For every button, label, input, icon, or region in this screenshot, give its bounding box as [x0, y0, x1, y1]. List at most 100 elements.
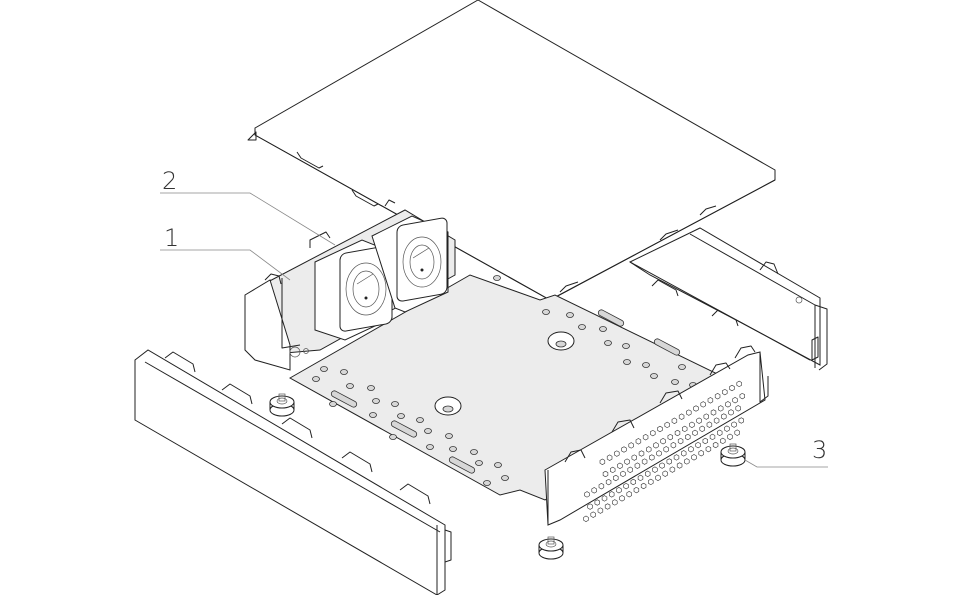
vent-hole [695, 441, 701, 449]
vent-hole [591, 487, 597, 494]
vent-hole [613, 474, 619, 482]
vent-hole [628, 442, 634, 449]
vent-hole [626, 491, 632, 498]
vent-hole [584, 491, 590, 498]
vent-hole [655, 474, 661, 481]
vent-hole [722, 388, 728, 396]
rear-panel [544, 345, 769, 526]
vent-hole [713, 417, 720, 424]
side-rail [628, 227, 828, 371]
vent-hole [602, 470, 609, 478]
vent-hole [669, 466, 676, 473]
vent-hole [712, 441, 719, 449]
vent-hole [616, 487, 622, 494]
vent-hole [725, 401, 731, 408]
vent-hole [608, 491, 615, 498]
vent-hole [728, 409, 734, 416]
vent-hole [686, 409, 692, 416]
vent-hole [652, 466, 658, 473]
vent-hole [721, 413, 727, 420]
vent-hole [663, 446, 669, 453]
fan-2 [371, 215, 449, 313]
vent-hole [703, 413, 710, 420]
front-bezel [134, 349, 452, 596]
vent-hole [685, 433, 691, 441]
foot-1 [269, 393, 295, 417]
vent-hole [664, 421, 670, 429]
foot-2 [720, 443, 746, 467]
vent-hole [638, 450, 645, 457]
vent-hole [644, 470, 651, 477]
vent-hole [729, 384, 735, 392]
vent-hole [594, 499, 601, 506]
vent-hole [659, 462, 665, 469]
vent-hole [645, 446, 652, 453]
vent-hole [634, 462, 641, 469]
vent-hole [732, 397, 738, 404]
callout-3-label: 3 [812, 436, 828, 464]
vent-hole [590, 511, 596, 518]
vent-hole [642, 434, 649, 441]
leader-line-3 [744, 459, 828, 468]
vent-hole [630, 478, 637, 486]
vent-hole [681, 425, 688, 433]
vent-hole [684, 458, 690, 465]
hex-mesh [583, 380, 746, 522]
vent-hole [587, 503, 593, 510]
vent-hole [739, 392, 746, 400]
cooling-fans [314, 215, 449, 341]
vent-hole [601, 495, 608, 502]
vent-hole [609, 466, 616, 474]
vent-hole [734, 429, 740, 436]
vent-hole [680, 450, 687, 457]
vent-hole [612, 499, 618, 506]
vent-hole [691, 454, 697, 461]
vent-hole [604, 503, 611, 510]
vent-hole [627, 466, 633, 473]
vent-hole [631, 454, 638, 461]
vent-hole [666, 458, 673, 465]
callout-2-label: 2 [162, 167, 178, 195]
leader-line-1 [160, 249, 291, 281]
vent-hole [624, 458, 630, 465]
vent-hole [738, 417, 745, 424]
vent-hole [735, 405, 741, 412]
rubber-feet [269, 393, 746, 560]
vent-hole [648, 478, 654, 486]
vent-hole [583, 515, 589, 522]
foot-3 [538, 536, 564, 560]
vent-hole [692, 429, 698, 437]
vent-hole [731, 421, 737, 428]
vent-hole [619, 495, 625, 502]
fan-bracket [281, 231, 331, 348]
vent-hole [599, 458, 606, 465]
vent-hole [621, 446, 627, 453]
vent-hole [699, 425, 705, 432]
vent-hole [640, 482, 647, 490]
vent-hole [650, 429, 656, 437]
vent-hole [677, 437, 684, 445]
vent-hole [620, 470, 626, 478]
vent-hole [673, 454, 680, 461]
leader-line-2 [160, 192, 336, 246]
vent-hole [688, 446, 694, 453]
vent-hole [700, 401, 706, 408]
vent-hole [617, 462, 623, 469]
vent-hole [670, 442, 677, 449]
vent-hole [736, 380, 742, 388]
vent-hole [635, 438, 642, 445]
vent-hole [623, 482, 629, 490]
vent-hole [717, 405, 724, 412]
tray-holes [312, 275, 697, 486]
leader-lines [160, 192, 828, 468]
vent-hole [702, 437, 709, 445]
vent-hole [707, 397, 714, 404]
vent-hole [667, 433, 674, 441]
vent-hole [705, 445, 712, 453]
vent-hole [597, 507, 604, 514]
vent-hole [662, 470, 668, 477]
vent-hole [671, 417, 678, 424]
vent-hole [676, 462, 683, 469]
vent-hole [698, 450, 704, 457]
